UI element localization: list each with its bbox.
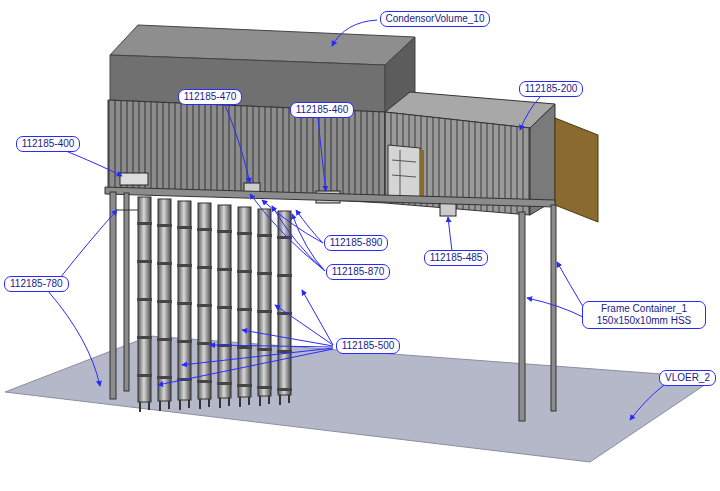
- callout-label: 112185-460: [290, 102, 355, 118]
- column-flange: [217, 306, 232, 309]
- process-column: [258, 209, 271, 396]
- column-flange: [137, 336, 152, 339]
- column-flange: [237, 232, 252, 235]
- column-flange: [257, 272, 272, 275]
- process-column: [218, 205, 231, 398]
- column-flange: [197, 266, 212, 269]
- column-foot: [140, 402, 149, 412]
- callout-label: 112185-780: [4, 276, 69, 292]
- column-flange: [237, 308, 252, 311]
- column-flange: [177, 340, 192, 343]
- column-foot: [180, 400, 189, 410]
- column-flange: [257, 386, 272, 389]
- column-flange: [177, 226, 192, 229]
- column-flange: [157, 262, 172, 265]
- column-foot: [240, 397, 249, 407]
- column-foot: [220, 398, 229, 408]
- process-column: [138, 197, 151, 402]
- column-flange: [217, 382, 232, 385]
- column-foot: [160, 401, 169, 411]
- column-flange: [137, 298, 152, 301]
- callout-label: VLOER_2: [659, 370, 716, 386]
- column-flange: [237, 270, 252, 273]
- callout-label: 112185-400: [16, 136, 81, 152]
- column-flange: [237, 384, 252, 387]
- column-flange: [137, 374, 152, 377]
- callout-label: Frame Container_1 150x150x10mm HSS: [582, 301, 706, 329]
- process-column: [198, 203, 211, 399]
- column-flange: [197, 304, 212, 307]
- callout-label: 112185-470: [178, 89, 243, 105]
- process-column: [178, 201, 191, 400]
- column-flange: [217, 268, 232, 271]
- column-flange: [277, 236, 292, 239]
- frame: [105, 187, 556, 421]
- column-flange: [257, 234, 272, 237]
- callout-label: 112185-870: [326, 264, 391, 280]
- column-foot: [200, 399, 209, 409]
- condenser-volume: [110, 25, 415, 112]
- column-flange: [157, 224, 172, 227]
- column-flange: [137, 260, 152, 263]
- column-flange: [157, 338, 172, 341]
- column-flange: [237, 346, 252, 349]
- column-flange: [277, 274, 292, 277]
- column-flange: [217, 230, 232, 233]
- column-flange: [197, 228, 212, 231]
- column-flange: [137, 222, 152, 225]
- column-flange: [157, 300, 172, 303]
- column-set: [137, 197, 292, 412]
- column-flange: [197, 342, 212, 345]
- callout-label: CondensorVolume_10: [380, 11, 491, 27]
- column-foot: [260, 396, 269, 406]
- callout-label: 112185-500: [336, 338, 401, 354]
- column-flange: [257, 310, 272, 313]
- column-flange: [177, 264, 192, 267]
- column-flange: [177, 302, 192, 305]
- column-flange: [257, 348, 272, 351]
- callout-label: 112185-485: [424, 250, 489, 266]
- column-flange: [157, 376, 172, 379]
- column-foot: [280, 395, 289, 405]
- column-flange: [197, 380, 212, 383]
- process-column: [158, 199, 171, 401]
- column-flange: [277, 388, 292, 391]
- column-flange: [277, 312, 292, 315]
- open-door: [555, 118, 598, 222]
- callout-label: 112185-200: [519, 81, 584, 97]
- control-panel: [120, 173, 148, 185]
- leader-lines: [48, 20, 664, 420]
- callout-label: 112185-890: [324, 235, 389, 251]
